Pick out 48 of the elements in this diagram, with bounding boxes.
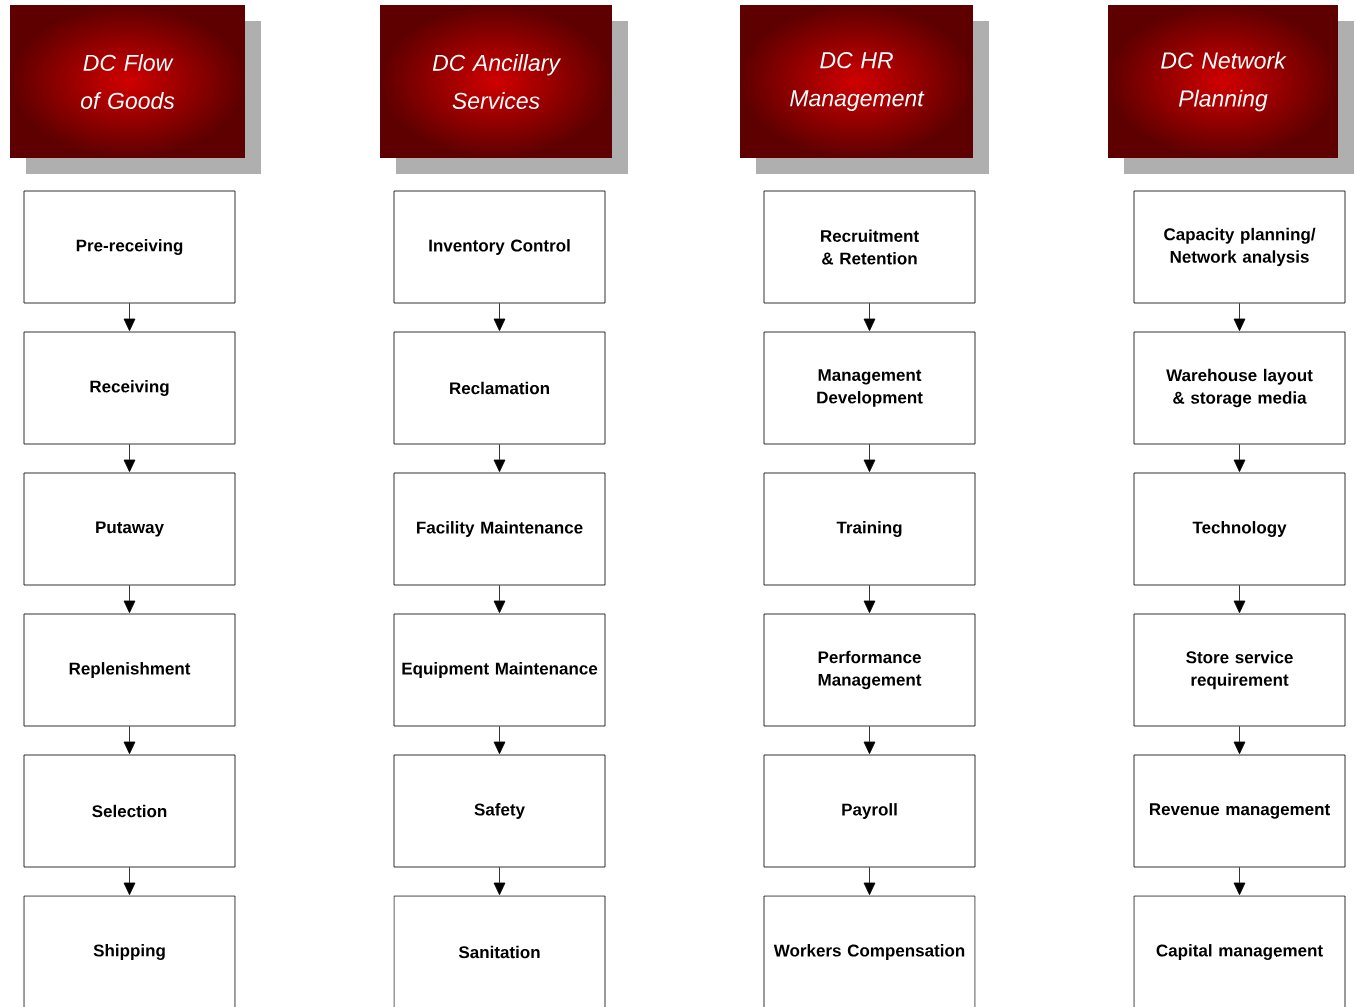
arrow	[863, 585, 876, 614]
header-box: DC Ancillary Services	[380, 5, 628, 174]
arrow	[1233, 867, 1246, 896]
process-box: Putaway	[23, 472, 236, 586]
process-box: Replenishment	[23, 613, 236, 727]
arrow	[863, 867, 876, 896]
process-box: Workers Compensation	[763, 895, 976, 1007]
process-box: Sanitation	[393, 895, 606, 1007]
process-box: Payroll	[763, 754, 976, 868]
process-box: Equipment Maintenance	[393, 613, 606, 727]
process-box: Technology	[1133, 472, 1346, 586]
process-box: Inventory Control	[393, 190, 606, 304]
arrow	[123, 585, 136, 614]
process-box: Shipping	[23, 895, 236, 1007]
arrow	[123, 303, 136, 332]
header-box: DC Flow of Goods	[10, 5, 261, 174]
process-box: Capital management	[1133, 895, 1346, 1007]
process-box: Training	[763, 472, 976, 586]
header-box: DC HR Management	[740, 5, 989, 174]
process-box: Performance Management	[763, 613, 976, 727]
process-box: Safety	[393, 754, 606, 868]
process-box: Selection	[23, 754, 236, 868]
process-box: Reclamation	[393, 331, 606, 445]
arrow	[493, 303, 506, 332]
arrow	[863, 444, 876, 473]
arrow	[1233, 726, 1246, 755]
arrow	[123, 867, 136, 896]
process-box: Revenue management	[1133, 754, 1346, 868]
arrow	[493, 867, 506, 896]
process-box: Receiving	[23, 331, 236, 445]
process-box: Store service requirement	[1133, 613, 1346, 727]
arrow	[1233, 303, 1246, 332]
arrow	[123, 726, 136, 755]
arrow	[123, 444, 136, 473]
process-box: Capacity planning/ Network analysis	[1133, 190, 1346, 304]
process-box: Facility Maintenance	[393, 472, 606, 586]
arrow	[493, 585, 506, 614]
arrow	[493, 444, 506, 473]
arrow	[1233, 444, 1246, 473]
arrow	[1233, 585, 1246, 614]
arrow	[493, 726, 506, 755]
process-box: Recruitment & Retention	[763, 190, 976, 304]
arrow	[863, 726, 876, 755]
process-box: Management Development	[763, 331, 976, 445]
header-box: DC Network Planning	[1108, 5, 1354, 174]
process-box: Warehouse layout & storage media	[1133, 331, 1346, 445]
process-box: Pre-receiving	[23, 190, 236, 304]
arrow	[863, 303, 876, 332]
